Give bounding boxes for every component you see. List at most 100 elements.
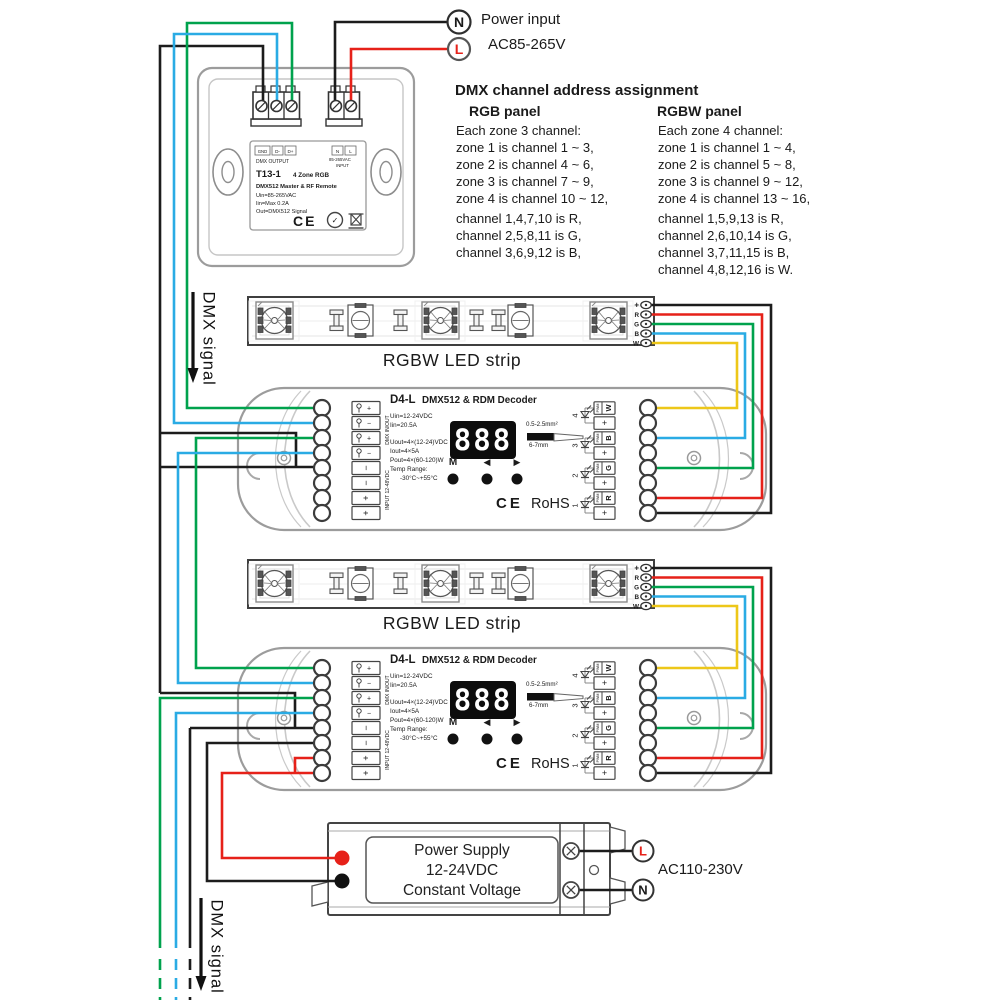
pwm-label: PWM [596, 434, 600, 443]
dmx-sign: + [367, 435, 371, 442]
wire-red-14 [220, 771, 342, 860]
strip-component [469, 309, 484, 316]
wire-yellow-31 [648, 604, 739, 670]
rect [354, 596, 367, 601]
strip-component [329, 572, 344, 579]
channel-letter-box [593, 461, 616, 475]
led-pad [451, 588, 458, 596]
led-pad [619, 316, 626, 324]
panel-terminal-label-dminus: D- [275, 149, 280, 154]
strip-pad-label-W: W [633, 603, 639, 610]
line [442, 573, 452, 584]
channel-plus-box [593, 706, 616, 720]
line [589, 668, 595, 673]
pwm-label: PWM [596, 754, 600, 763]
decoder-1-right-terminal-5 [638, 458, 658, 478]
rect [254, 145, 271, 156]
line [429, 310, 439, 321]
power-sign: − [361, 465, 371, 470]
pwm-label: PWM [596, 494, 600, 503]
strip-component [491, 309, 506, 316]
circle [690, 714, 698, 722]
power-sign: + [361, 510, 371, 515]
circle [644, 566, 648, 570]
channel-plus-box [593, 476, 616, 490]
channel-letter: W [604, 664, 613, 672]
ellipse [221, 160, 235, 184]
circle [644, 322, 648, 326]
channel-letter: W [604, 404, 613, 412]
strip-pad-label-G: G [634, 584, 639, 591]
channel-letter-box [593, 751, 616, 765]
line [610, 573, 620, 584]
decoder-button-dot [481, 473, 493, 485]
panel-cert-check: ✓ [332, 216, 339, 225]
circle [690, 454, 698, 462]
plus-sign: + [602, 768, 607, 778]
line [429, 582, 439, 584]
dmx-inout-side-label: DMX IN/OUT [385, 415, 391, 444]
led-diode-icon [579, 730, 591, 739]
wire-blue-26 [174, 711, 322, 948]
dmx-sign: + [367, 405, 371, 412]
channel-plus-box [593, 446, 616, 460]
dmx-sign: + [367, 665, 371, 672]
line [429, 319, 439, 321]
rect [473, 576, 480, 590]
line [442, 583, 452, 593]
led-pad [285, 325, 292, 333]
wire-red-17 [648, 576, 764, 760]
circle [644, 576, 648, 579]
decoder-1-right-terminal-7 [638, 488, 658, 508]
channel-number: 1 [571, 503, 580, 507]
channel-plus-box [593, 676, 616, 690]
circle [436, 316, 445, 325]
line [566, 846, 576, 856]
circle [644, 332, 648, 335]
strip-component [491, 572, 506, 579]
strip-pad-label-+: + [634, 300, 639, 309]
power-sign: + [361, 770, 371, 775]
panel-screw-slot [272, 101, 281, 111]
rect [397, 313, 404, 327]
power-n-letter: N [454, 14, 464, 30]
decoder-1-right-terminal-3 [638, 428, 658, 448]
wire-blue-28 [648, 332, 747, 440]
channel-letter-box [593, 431, 616, 445]
rect [527, 693, 554, 701]
led-pad [619, 588, 626, 596]
rect [354, 303, 367, 308]
line [589, 758, 595, 763]
led-pad [619, 325, 626, 333]
strip-pad-label-W: W [633, 340, 639, 347]
panel-screw-slot [346, 101, 356, 111]
led-pad [285, 316, 292, 324]
pwm-label: PWM [596, 404, 600, 413]
strip-pad-label-B: B [634, 331, 639, 338]
led-diode-icon [579, 470, 591, 479]
rect [285, 85, 296, 93]
line [589, 698, 595, 703]
psu-n-terminal [631, 878, 655, 902]
circle [604, 579, 613, 588]
rect [491, 588, 506, 595]
decoder-1-right-terminal-1 [638, 398, 658, 418]
led-pad [423, 579, 430, 587]
line [263, 320, 273, 330]
led-pad [257, 570, 264, 578]
wire-red-16 [648, 313, 764, 500]
led-pad [451, 307, 458, 315]
wire-green-20 [158, 696, 322, 948]
led-pad [285, 588, 292, 596]
strip-pad-label-G: G [634, 321, 639, 328]
line [589, 728, 595, 733]
panel-terminal-label-n: N [336, 149, 339, 154]
circle [644, 604, 648, 608]
channel-number: 2 [571, 733, 580, 737]
power-sign: − [361, 725, 371, 730]
panel-spec-uin: Uin=85-265VAC [256, 193, 296, 199]
led-pad [423, 325, 430, 333]
rect [393, 325, 408, 332]
